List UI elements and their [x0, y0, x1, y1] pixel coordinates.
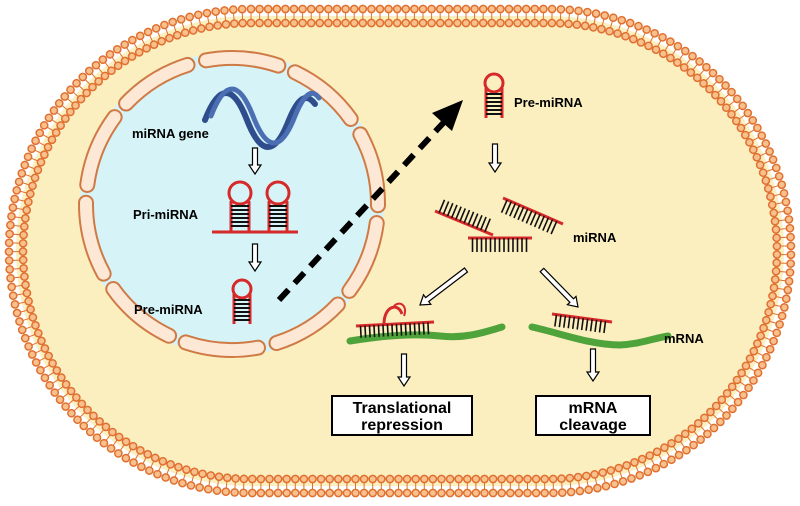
translational-repression-line1: Translational — [353, 400, 452, 417]
mirna-label: miRNA — [573, 230, 617, 245]
pre-mirna-cytoplasm-label: Pre-miRNA — [514, 95, 583, 110]
mirna-gene-label: miRNA gene — [132, 126, 209, 141]
pre-mirna-nucleus-label: Pre-miRNA — [134, 302, 203, 317]
pri-mirna-label: Pri-miRNA — [133, 207, 199, 222]
translational-repression-box: Translational repression — [332, 396, 472, 435]
mrna-cleavage-line2: cleavage — [559, 417, 627, 434]
mrna-label: mRNA — [664, 331, 704, 346]
translational-repression-line2: repression — [361, 417, 443, 434]
mrna-cleavage-line1: mRNA — [569, 400, 618, 417]
mrna-cleavage-box: mRNA cleavage — [536, 396, 650, 435]
